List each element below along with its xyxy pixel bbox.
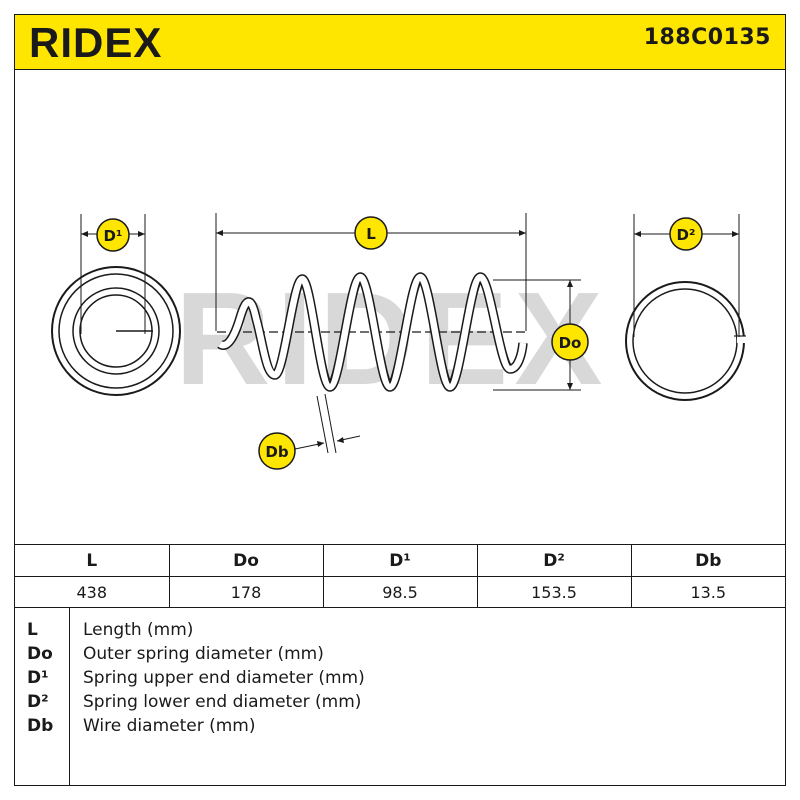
db-label: Db [265, 443, 288, 461]
legend-code: Do [27, 644, 53, 664]
spec-header-db: Db [630, 544, 785, 577]
do-label: Do [559, 334, 582, 352]
brand-logo: RIDEX [29, 19, 162, 66]
legend-description: Outer spring diameter (mm) [83, 644, 324, 664]
spec-value-db: 13.5 [630, 576, 785, 608]
spec-header-l: L [15, 544, 169, 577]
db-badge: Db [258, 432, 296, 470]
l-badge: L [354, 216, 388, 250]
d1-badge: D¹ [96, 218, 130, 252]
spec-value-do: 178 [168, 576, 323, 608]
legend-code: Db [27, 716, 54, 736]
spring-drawing: RIDEX D¹ [51, 213, 746, 470]
d2-badge: D² [669, 217, 703, 251]
spec-header-d1: D¹ [322, 544, 477, 577]
part-number: 188C0135 [643, 25, 771, 50]
spec-value-row: 438 178 98.5 153.5 13.5 [15, 576, 785, 608]
legend-code: D¹ [27, 668, 49, 688]
legend-description: Spring lower end diameter (mm) [83, 692, 362, 712]
do-badge: Do [551, 323, 589, 361]
legend-description: Wire diameter (mm) [83, 716, 256, 736]
l-label: L [366, 225, 376, 243]
legend-description: Spring upper end diameter (mm) [83, 668, 365, 688]
legend: L Length (mm) Do Outer spring diameter (… [15, 608, 785, 785]
spec-header-do: Do [168, 544, 323, 577]
header-bar: RIDEX 188C0135 [15, 15, 785, 70]
d1-label: D¹ [103, 227, 122, 245]
legend-code: L [27, 620, 38, 640]
lower-end-view [625, 214, 746, 401]
spec-table: L Do D¹ D² Db 438 178 98.5 153.5 13.5 [15, 544, 785, 608]
d2-label: D² [676, 226, 695, 244]
spec-value-d1: 98.5 [322, 576, 477, 608]
spec-header-d2: D² [476, 544, 631, 577]
spec-value-d2: 153.5 [476, 576, 631, 608]
spec-header-row: L Do D¹ D² Db [15, 544, 785, 577]
upper-end-view [51, 214, 181, 396]
product-sheet: RIDEX 188C0135 RIDEX D¹ [14, 14, 786, 786]
legend-code: D² [27, 692, 49, 712]
legend-description: Length (mm) [83, 620, 194, 640]
brand-logo-text: RIDEX [29, 19, 162, 66]
legend-divider [69, 608, 70, 785]
spec-value-l: 438 [15, 576, 169, 608]
